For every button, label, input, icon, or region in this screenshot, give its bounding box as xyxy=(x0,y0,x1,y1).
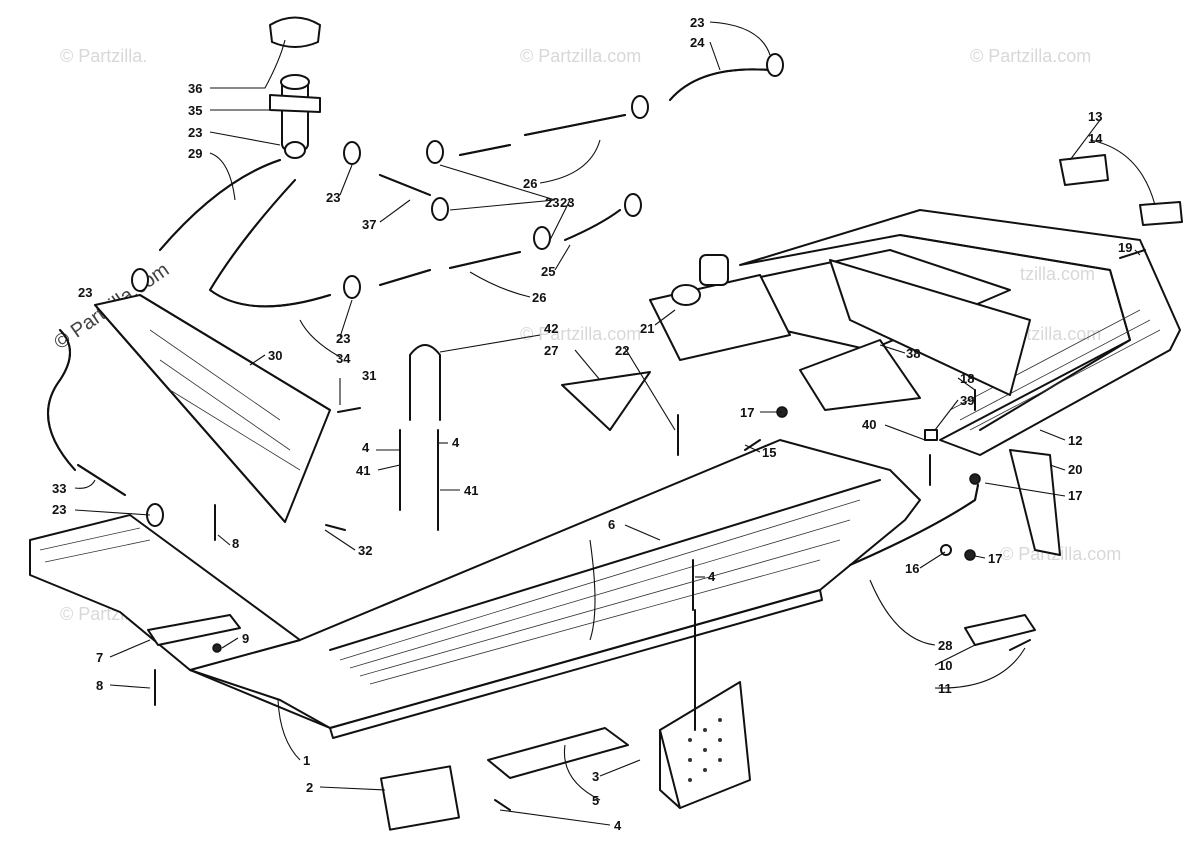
callout-label: 34 xyxy=(336,351,351,366)
plate-2 xyxy=(380,765,460,831)
callout-label: 2 xyxy=(306,780,313,795)
callout-label: 15 xyxy=(762,445,776,460)
callout-label: 1 xyxy=(303,753,310,768)
callout-label: 13 xyxy=(1088,109,1102,124)
floor-pan xyxy=(189,439,921,739)
callout-label: 12 xyxy=(1068,433,1082,448)
callout-label: 6 xyxy=(608,517,615,532)
inner-tray xyxy=(649,249,1031,411)
watermark-text: © Partzilla. xyxy=(60,46,147,66)
bracket-7 xyxy=(147,614,241,646)
callout-label: 28 xyxy=(938,638,952,653)
callout-label: 25 xyxy=(541,264,555,279)
belly-pan-left xyxy=(29,514,301,671)
callout-label: 4 xyxy=(452,435,460,450)
callout-label: 27 xyxy=(544,343,558,358)
callout-label: 8 xyxy=(232,536,239,551)
callout-label: 7 xyxy=(96,650,103,665)
decal-14 xyxy=(1139,201,1183,226)
callout-label: 30 xyxy=(268,348,282,363)
callout-label: 36 xyxy=(188,81,202,96)
callout-label: 3 xyxy=(592,769,599,784)
callout-label: 33 xyxy=(52,481,66,496)
callout-label: 23 xyxy=(188,125,202,140)
hoses xyxy=(47,68,979,566)
callout-label: 23 xyxy=(545,195,559,210)
heat-exchanger xyxy=(94,294,331,523)
callout-label: 14 xyxy=(1088,131,1103,146)
callout-label: 26 xyxy=(532,290,546,305)
callout-label: 19 xyxy=(1118,240,1132,255)
callout-label: 23 xyxy=(690,15,704,30)
callout-label: 24 xyxy=(690,35,705,50)
callout-label: 23 xyxy=(336,331,350,346)
callout-label: 17 xyxy=(988,551,1002,566)
shield-27 xyxy=(561,371,651,431)
callout-label: 22 xyxy=(615,343,629,358)
callout-label: 8 xyxy=(96,678,103,693)
callout-label: 23 xyxy=(78,285,92,300)
callout-label: 31 xyxy=(362,368,376,383)
callout-label: 26 xyxy=(523,176,537,191)
callout-label: 41 xyxy=(356,463,370,478)
callout-label: 18 xyxy=(960,371,974,386)
callout-label: 10 xyxy=(938,658,952,673)
filler-neck xyxy=(269,16,321,151)
rear-bumper xyxy=(739,209,1181,556)
callout-label: 21 xyxy=(640,321,654,336)
callout-label: 16 xyxy=(905,561,919,576)
callout-label: 5 xyxy=(592,793,599,808)
callout-label: 11 xyxy=(938,681,952,696)
callout-label: 39 xyxy=(960,393,974,408)
callout-label: 38 xyxy=(906,346,920,361)
hose-clamps xyxy=(131,53,784,527)
plate-5 xyxy=(487,727,629,779)
reflector xyxy=(964,614,1036,646)
callout-numbers: 36 35 23 29 23 37 23 26 23 24 23 25 26 2… xyxy=(52,15,1132,833)
callout-label: 40 xyxy=(862,417,876,432)
callout-label: 17 xyxy=(1068,488,1082,503)
callout-label: 4 xyxy=(362,440,370,455)
watermark-text: © Partzilla.com xyxy=(970,46,1091,66)
callout-label: 35 xyxy=(188,103,202,118)
callout-label: 29 xyxy=(188,146,202,161)
decal-13 xyxy=(1059,154,1109,186)
callout-label: 23 xyxy=(52,502,66,517)
watermark-text: tzilla.com xyxy=(1020,264,1095,284)
leader-lines xyxy=(74,21,1156,826)
watermark-text: © Partzilla.com xyxy=(520,46,641,66)
callout-label: 37 xyxy=(362,217,376,232)
callout-label: 23 xyxy=(326,190,340,205)
callout-label: 9 xyxy=(242,631,249,646)
callout-label: 41 xyxy=(464,483,478,498)
callout-label: 4 xyxy=(614,818,622,833)
callout-label: 20 xyxy=(1068,462,1082,477)
watermark-text: © Partzilla.com xyxy=(520,324,641,344)
callout-label: 23 xyxy=(560,195,574,210)
callout-label: 32 xyxy=(358,543,372,558)
callout-label: 17 xyxy=(740,405,754,420)
bracket-21 xyxy=(649,254,791,361)
rear-bracket xyxy=(659,681,751,809)
callout-label: 4 xyxy=(708,569,716,584)
callout-label: 42 xyxy=(544,321,558,336)
